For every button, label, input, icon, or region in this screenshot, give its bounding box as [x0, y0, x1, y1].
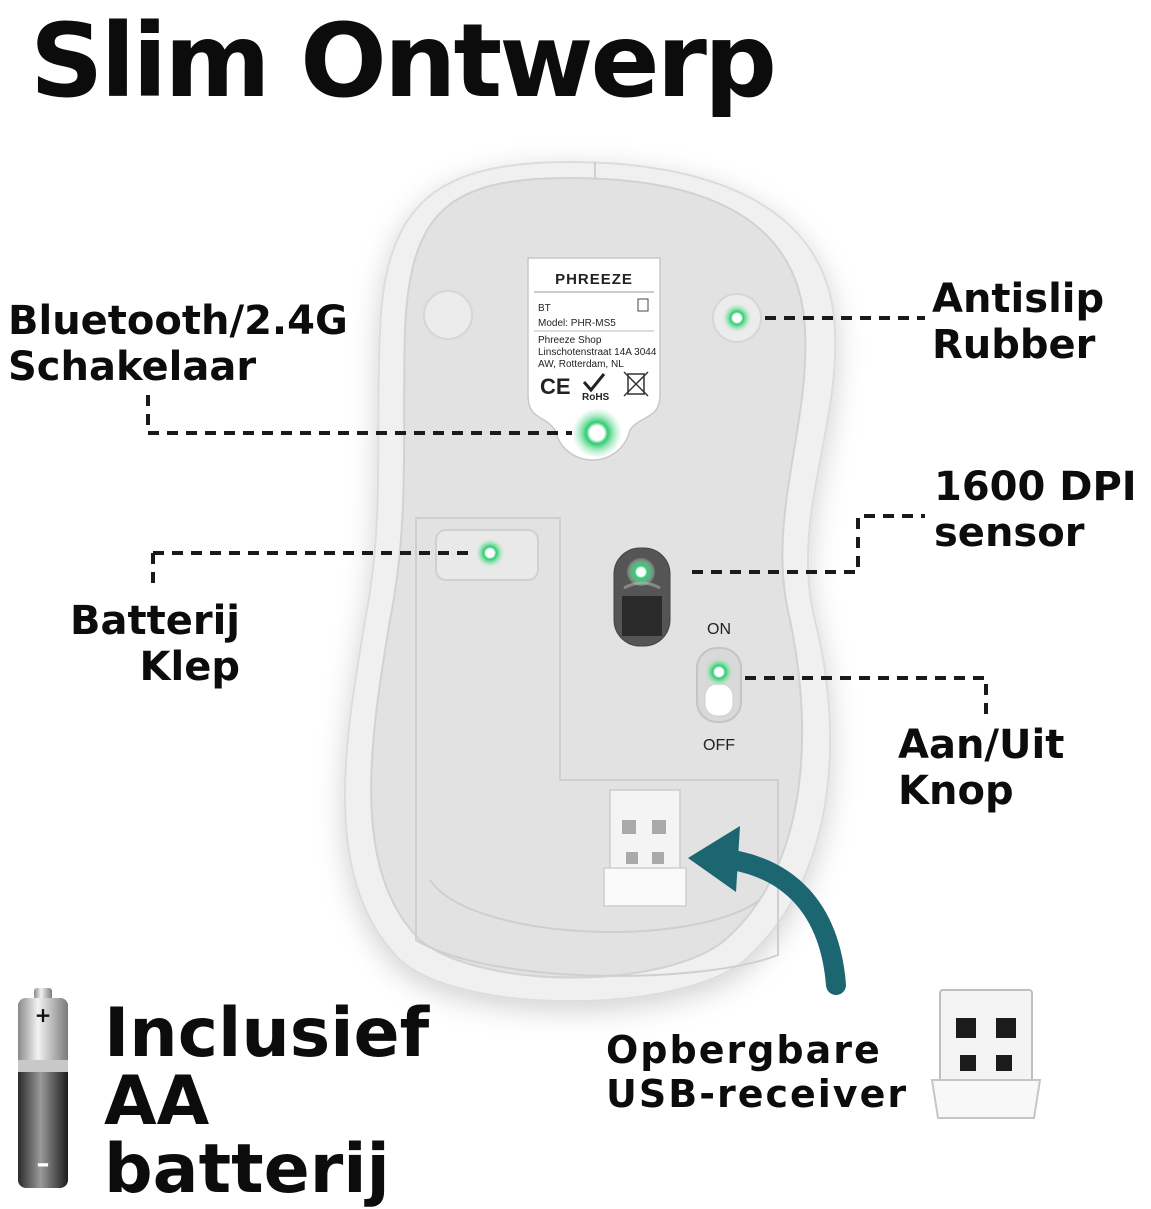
label-brand: PHREEZE — [555, 271, 633, 288]
battery-cover-dot — [476, 539, 504, 567]
callout-sensor-line2: sensor — [934, 510, 1085, 556]
callout-sensor-line1: 1600 DPI — [934, 464, 1137, 510]
battery-line1: Inclusief — [104, 994, 430, 1073]
switch-off-mark: OFF — [703, 737, 735, 754]
sensor-dot — [627, 558, 655, 586]
leader-battery — [151, 551, 476, 590]
ce-mark: CE — [540, 374, 571, 399]
power-switch-knob — [704, 683, 734, 717]
callout-rubber-line2: Rubber — [932, 322, 1096, 368]
callout-battery-line2: Klep — [139, 644, 240, 690]
leader-sensor — [692, 514, 925, 574]
aa-battery-icon — [18, 988, 68, 1188]
label-bt: BT — [538, 303, 551, 314]
label-small-icon — [637, 298, 649, 312]
power-switch-dot — [705, 658, 733, 686]
callout-power-line2: Knop — [898, 768, 1014, 814]
receiver-line1: Opbergbare — [606, 1028, 882, 1072]
receiver-caption: Opbergbare USB-receiver — [606, 1028, 908, 1116]
receiver-line2: USB-receiver — [606, 1072, 909, 1116]
usb-receiver-icon — [930, 989, 1042, 1119]
label-shop: Phreeze Shop — [538, 335, 602, 346]
switch-on-mark: ON — [707, 621, 731, 638]
callout-power-button: Aan/Uit Knop — [898, 722, 1064, 814]
leader-power — [745, 676, 988, 718]
callout-power-line1: Aan/Uit — [898, 722, 1065, 768]
label-model: Model: PHR-MS5 — [538, 318, 616, 329]
curved-arrow-icon — [688, 826, 846, 995]
battery-line2: AA — [104, 1062, 210, 1141]
stored-usb-receiver — [603, 789, 687, 907]
callout-switch-line1: Bluetooth/2.4G — [8, 298, 348, 344]
callout-switch-line2: Schakelaar — [8, 344, 257, 390]
rubber-foot-dot — [723, 304, 751, 332]
weee-bin-icon — [623, 371, 649, 397]
callout-battery-cover: Batterij Klep — [40, 598, 240, 690]
battery-line3: batterij — [104, 1130, 390, 1209]
callout-antislip-rubber: Antislip Rubber — [932, 276, 1104, 368]
callout-battery-line1: Batterij — [70, 598, 240, 644]
check-mark-icon — [582, 373, 606, 393]
rohs-mark: RoHS — [582, 392, 610, 403]
product-label — [527, 257, 661, 461]
callout-dpi-sensor: 1600 DPI sensor — [934, 464, 1137, 556]
callout-rubber-line1: Antislip — [932, 276, 1105, 322]
mode-switch-dot — [573, 409, 621, 457]
battery-caption: Inclusief AA batterij — [104, 1000, 429, 1204]
label-city: AW, Rotterdam, NL — [538, 359, 624, 370]
mouse-base — [370, 176, 807, 979]
battery-compartment — [415, 517, 779, 977]
page-title: Slim Ontwerp — [30, 2, 777, 121]
leader-switch — [146, 395, 572, 435]
rubber-foot-left — [423, 290, 473, 340]
leader-lines — [146, 316, 988, 718]
battery-plus: + — [35, 1003, 52, 1027]
battery-minus: – — [37, 1149, 50, 1179]
callout-mode-switch: Bluetooth/2.4G Schakelaar — [8, 298, 348, 390]
label-street: Linschotenstraat 14A 3044 — [538, 347, 657, 358]
